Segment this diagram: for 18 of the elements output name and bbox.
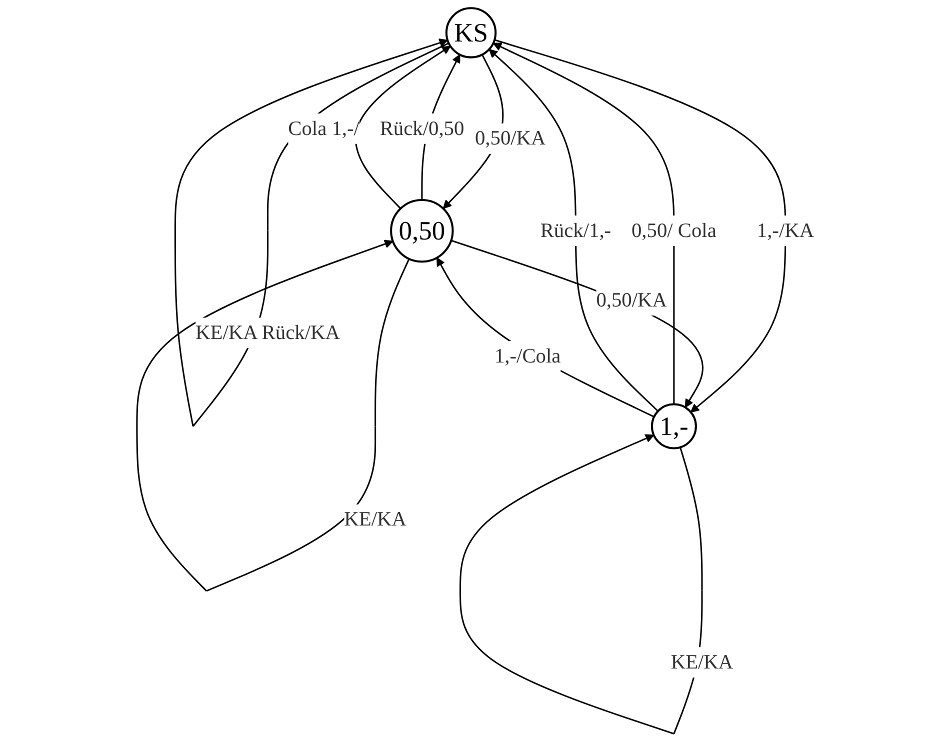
edge-label: KE/KA Rück/KA (196, 322, 340, 344)
edge-label: KE/KA (344, 508, 406, 531)
edge-label: 1,-/Cola (494, 345, 561, 368)
edge-label: Cola 1,-/ (288, 117, 360, 140)
edge-label: Rück/0,50 (380, 117, 464, 140)
node-circle: 0,50 (390, 198, 454, 263)
edge-label: 0,50/ Cola (631, 220, 716, 242)
node-circle: KS (445, 7, 497, 58)
node-circle: 1,- (650, 403, 697, 450)
edge-label: 0,50/KA (596, 289, 667, 312)
arrow (494, 39, 786, 413)
edge-label: Rück/1,- (540, 220, 612, 242)
edge-label: KE/KA (670, 651, 734, 674)
edge-label: 0,50/KA (474, 127, 546, 150)
arrow (450, 240, 704, 408)
arrow (355, 46, 451, 210)
edge-label: 1,-/KA (756, 220, 814, 242)
arrow (436, 257, 654, 418)
